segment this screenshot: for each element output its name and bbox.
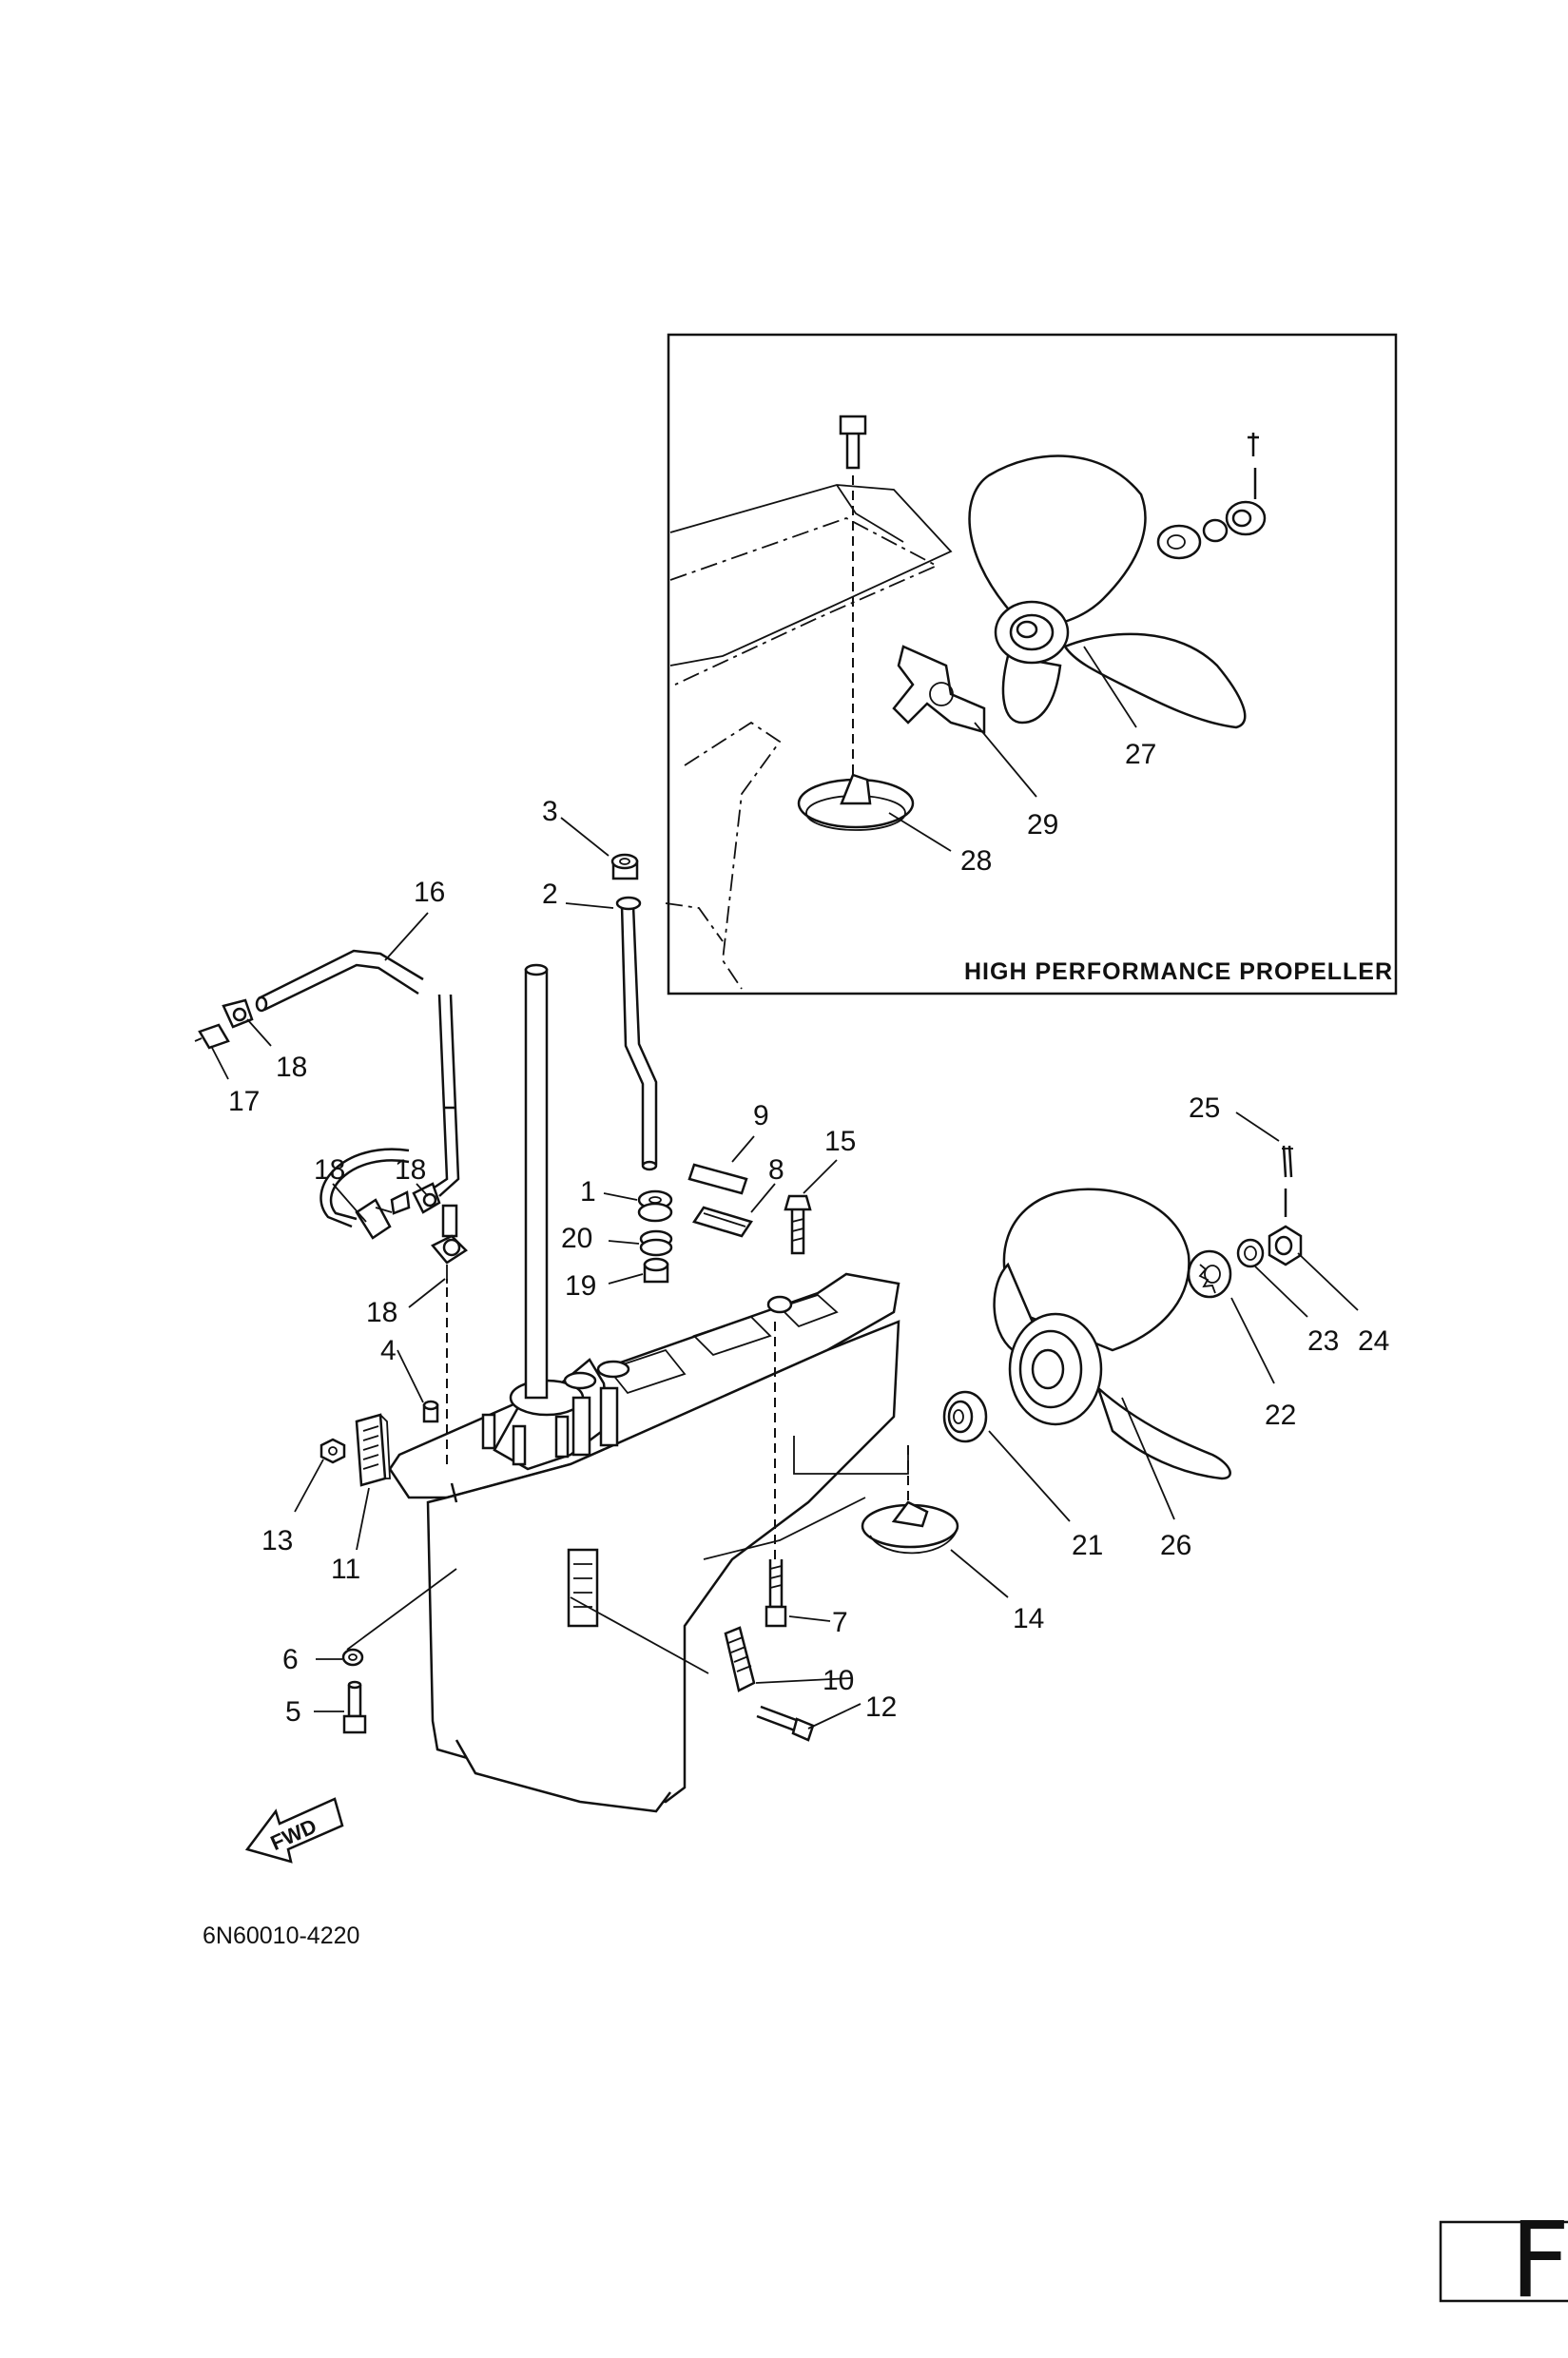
page-letter-box: F [1439, 2199, 1568, 2321]
lower-gearcase [388, 963, 900, 1813]
callout-11: 11 [331, 1554, 360, 1585]
seal-19 [643, 1257, 669, 1284]
leader-lines [210, 646, 1359, 1730]
driveshaft [524, 968, 549, 1400]
bolt-15 [784, 1194, 812, 1255]
inset-gearcase-outline [669, 484, 953, 667]
washer-6 [341, 1648, 364, 1667]
callout-16: 16 [414, 877, 445, 908]
callout-28: 28 [960, 845, 992, 877]
callout-20: 20 [561, 1223, 592, 1254]
stud-left [571, 1396, 591, 1457]
callout-15: 15 [824, 1126, 856, 1157]
gearcase-skeg [455, 1739, 671, 1813]
rubber-damper-9 [687, 1163, 748, 1195]
trim-tab-14 [861, 1500, 959, 1555]
water-inlet-cover-10 [724, 1626, 756, 1692]
nut-13 [319, 1438, 346, 1464]
spacer-22 [1187, 1249, 1232, 1299]
callout-10: 10 [823, 1665, 854, 1696]
callout-24: 24 [1358, 1325, 1389, 1357]
callout-13: 13 [261, 1525, 293, 1556]
inset-propeller-27 [968, 454, 1247, 729]
clamp-18-top [222, 998, 254, 1029]
plug-4 [422, 1400, 439, 1423]
callout-18-left: 18 [314, 1154, 345, 1186]
bolt-5 [342, 1680, 367, 1734]
inset-trim-tab-28 [797, 773, 915, 831]
callout-25: 25 [1189, 1092, 1220, 1124]
thrust-holder-21 [942, 1390, 988, 1443]
callout-19: 19 [565, 1270, 596, 1302]
inset-gearcase-edge [836, 484, 904, 543]
fwd-arrow-icon: FWD [244, 1797, 344, 1864]
callout-labels: 1 2 3 4 5 6 7 8 9 10 11 12 13 14 15 16 1… [228, 739, 1389, 1728]
clip-20 [639, 1229, 673, 1257]
callout-14: 14 [1013, 1603, 1044, 1634]
inset-bolt [839, 415, 867, 780]
clamp-18-right [412, 1182, 441, 1214]
callout-1: 1 [580, 1176, 596, 1208]
callout-18-top: 18 [276, 1052, 307, 1083]
callout-3: 3 [542, 796, 558, 827]
bolt-12 [756, 1705, 815, 1742]
callout-29: 29 [1027, 809, 1058, 841]
page-letter: F [1510, 2199, 1568, 2321]
callout-4: 4 [380, 1335, 397, 1366]
callout-23: 23 [1307, 1325, 1339, 1357]
callout-27: 27 [1125, 739, 1156, 770]
callout-9: 9 [753, 1100, 769, 1131]
inset-gearcase-phantom [669, 517, 939, 686]
callout-2: 2 [542, 879, 558, 910]
joint-17 [194, 1023, 230, 1050]
cotter-pin-25 [1282, 1145, 1293, 1217]
inset-frame [667, 333, 1398, 995]
callout-6: 6 [282, 1644, 299, 1675]
callout-7: 7 [832, 1607, 848, 1638]
propeller-26 [993, 1188, 1231, 1480]
clamp-18-left [355, 1190, 411, 1240]
housing-side-grille [567, 1548, 599, 1628]
pilot-hose-lower [319, 1148, 458, 1238]
clamp-18-lower [431, 1234, 468, 1265]
callout-22: 22 [1265, 1400, 1296, 1431]
callout-5: 5 [285, 1696, 301, 1728]
callout-12: 12 [865, 1691, 897, 1723]
phantom-tab-box [793, 1436, 909, 1475]
callout-17: 17 [228, 1086, 260, 1117]
plate-cavities [607, 1293, 839, 1395]
pilot-hose-16 [255, 949, 460, 1197]
water-tube-seal-3 [610, 853, 639, 880]
inset-hardware [1156, 433, 1267, 560]
callout-26: 26 [1160, 1530, 1191, 1561]
nut-24 [1268, 1225, 1303, 1266]
inset-thrust-washer-29 [892, 645, 986, 734]
phantom-lines [346, 1279, 909, 1674]
inset-skeg-phantom [684, 721, 782, 990]
inset-caption: HIGH PERFORMANCE PROPELLER [964, 958, 1393, 985]
rubber-seal-8 [692, 1206, 753, 1238]
diagram-code: 6N60010-4220 [203, 1923, 359, 1949]
callout-18-right: 18 [395, 1154, 426, 1186]
callout-8: 8 [768, 1154, 784, 1186]
washer-23 [1236, 1238, 1265, 1268]
bolt-7 [765, 1559, 787, 1628]
callout-18-lower: 18 [366, 1297, 397, 1328]
water-tube-2 [615, 896, 658, 1171]
callout-21: 21 [1072, 1530, 1103, 1561]
inset-skeg-phantom-2 [665, 902, 724, 942]
grommet-1 [637, 1189, 673, 1223]
anode-11 [355, 1413, 391, 1487]
stud-right [599, 1386, 619, 1447]
inset-panel [665, 333, 1398, 995]
housing-crease [703, 1497, 866, 1560]
